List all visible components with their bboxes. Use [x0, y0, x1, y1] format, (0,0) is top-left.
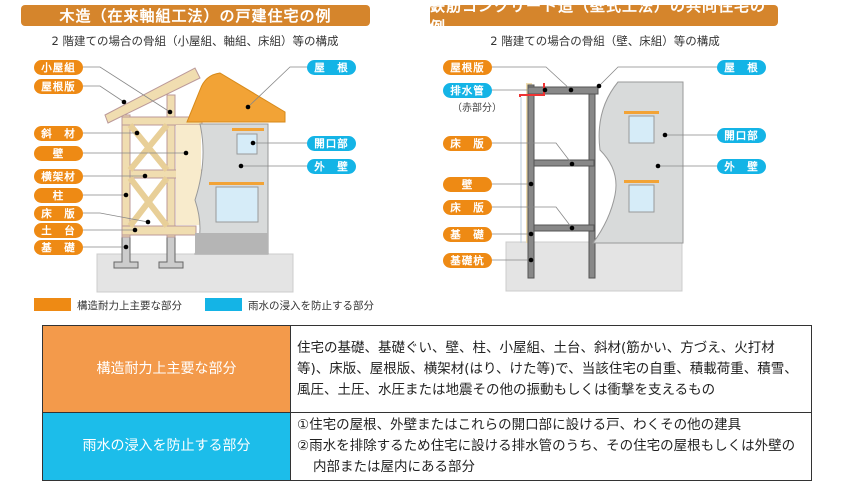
definition-table: 構造耐力上主要な部分 住宅の基礎、基礎ぐい、壁、柱、小屋組、土台、斜材(筋かい、…	[42, 325, 812, 481]
label-floor-slab: 床 版	[34, 206, 83, 221]
row-header-rain: 雨水の浸入を防止する部分	[42, 412, 291, 481]
label-sill: 土 台	[34, 223, 83, 238]
row-text-rain: ①住宅の屋根、外壁またはこれらの開口部に設ける戸、わくその他の建具 ②雨水を排除…	[290, 412, 812, 481]
wood-house-title: 木造（在来軸組工法）の戸建住宅の例	[21, 5, 370, 26]
rc-building-subtitle: 2 階建ての場合の骨組（壁、床組）等の構成	[490, 34, 720, 48]
label-floor-slab: 床 版	[443, 200, 492, 215]
diagram-illustrations	[83, 66, 717, 293]
row-header-structural: 構造耐力上主要な部分	[42, 325, 291, 413]
label-roof-slab: 屋根版	[34, 79, 83, 94]
label-floor-slab: 床 版	[443, 136, 492, 151]
legend-rain: 雨水の浸入を防止する部分	[248, 300, 374, 312]
rain-item-2: ②雨水を排除するため住宅に設ける排水管のうち、その住宅の屋根もしくは外壁の内部ま…	[297, 438, 796, 475]
legend-structural: 構造耐力上主要な部分	[77, 300, 182, 312]
label-opening: 開口部	[307, 136, 356, 151]
label-roof: 屋 根	[307, 60, 356, 75]
label-beam: 横架材	[34, 169, 83, 184]
label-exterior-wall: 外 壁	[717, 159, 766, 174]
label-exterior-wall: 外 壁	[307, 159, 356, 174]
table-row: 構造耐力上主要な部分 住宅の基礎、基礎ぐい、壁、柱、小屋組、土台、斜材(筋かい、…	[42, 325, 812, 413]
label-drain-pipe: 排水管	[443, 83, 492, 98]
wood-house-subtitle: 2 階建ての場合の骨組（小屋組、軸組、床組）等の構成	[51, 34, 339, 48]
label-foundation-pile: 基礎杭	[443, 253, 492, 268]
row-text-structural: 住宅の基礎、基礎ぐい、壁、柱、小屋組、土台、斜材(筋かい、方づえ、火打材等)、床…	[290, 325, 812, 413]
legend-swatch-rain	[205, 298, 242, 311]
table-row: 雨水の浸入を防止する部分 ①住宅の屋根、外壁またはこれらの開口部に設ける戸、わく…	[42, 412, 812, 481]
drain-note: （赤部分）	[452, 103, 502, 114]
label-roof-truss: 小屋組	[34, 60, 83, 75]
label-opening: 開口部	[717, 128, 766, 143]
label-brace: 斜 材	[34, 126, 83, 141]
label-roof-slab: 屋根版	[443, 60, 492, 75]
label-foundation: 基 礎	[443, 227, 492, 242]
label-wall: 壁	[34, 146, 83, 161]
legend-swatch-structural	[34, 298, 71, 311]
label-roof: 屋 根	[717, 60, 766, 75]
label-wall: 壁	[443, 177, 492, 192]
rc-building-title: 鉄筋コンクリート造（壁式工法）の共同住宅の例	[430, 0, 778, 36]
label-column: 柱	[34, 188, 83, 203]
label-foundation: 基 礎	[34, 240, 83, 255]
wood-house-illustration	[83, 66, 307, 293]
rc-building-illustration	[492, 66, 717, 292]
rain-item-1: ①住宅の屋根、外壁またはこれらの開口部に設ける戸、わくその他の建具	[297, 417, 742, 433]
